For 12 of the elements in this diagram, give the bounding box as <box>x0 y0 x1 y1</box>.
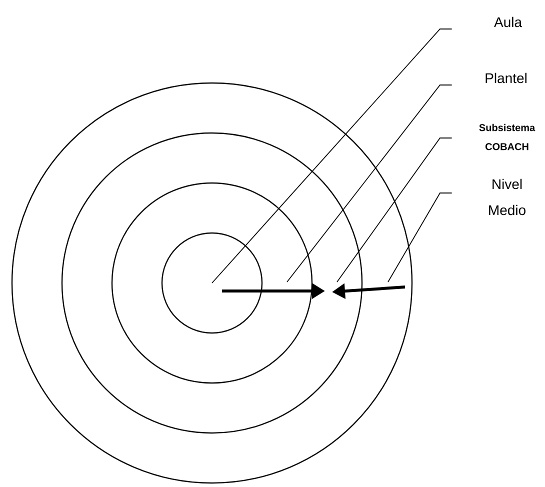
ring-circle <box>111 182 313 384</box>
ring-circle <box>161 232 263 334</box>
ring-circle <box>61 132 363 434</box>
leader-line <box>336 138 452 282</box>
ring-circle <box>11 82 413 484</box>
label-text: Plantel <box>486 72 526 84</box>
label-text: Subsistema COBACH <box>479 124 536 150</box>
leader-line <box>212 28 452 284</box>
leader-line <box>388 192 452 282</box>
label-text: Nivel Medio <box>489 178 526 216</box>
leader-line <box>286 84 452 282</box>
label-text: Aula <box>494 16 522 28</box>
